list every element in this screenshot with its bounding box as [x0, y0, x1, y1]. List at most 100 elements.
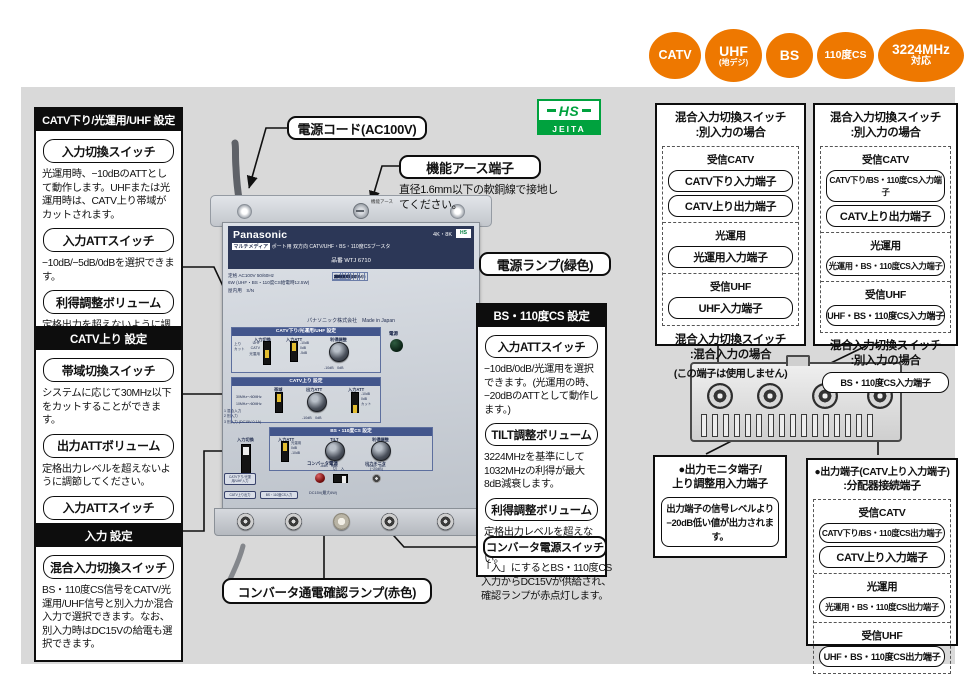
box-title: 混合入力切換スイッチ [675, 112, 786, 124]
terminal-pill: CATV下り/BS・110度CS出力端子 [819, 522, 945, 543]
box-title: ●出力モニタ端子/ [678, 464, 762, 476]
box-title: 混合入力切換スイッチ [830, 339, 941, 352]
device-sec-catv-up: CATV上り 設定 30MHz〜60MHz 10MHz〜60MHz 帯域 出力A… [231, 377, 381, 423]
section-title: BS・110度CS 設定 [478, 305, 605, 327]
tilt-label: TILT [330, 437, 339, 442]
output-monitor-label: 出力モニタ [365, 461, 386, 466]
att-label: 入力ATT [278, 437, 295, 442]
settings-box-input: 入力 設定 混合入力切換スイッチ BS・110度CS信号をCATV/光運用/UH… [34, 523, 183, 662]
converter-power-label: コンバータ電源 [307, 461, 338, 466]
settings-box-catv-up: CATV上り 設定 帯域切換スイッチ システムに応じて30MHz以下をカットする… [34, 326, 183, 563]
setting-desc: 定格出力レベルを超えないように調節してください。 [42, 463, 171, 489]
hs-mark: HS [537, 99, 601, 122]
terminal-pill: CATV上り出力端子 [826, 204, 945, 227]
rear-connector-2 [757, 383, 783, 409]
terminal-pill: CATV下り/BS・110度CS入力端子 [826, 169, 945, 202]
box-subtitle: :別入力の場合 [850, 354, 921, 367]
terminal-groups: 受信CATV CATV下り/BS・110度CS入力端子 CATV上り出力端子 光… [820, 145, 951, 333]
badge-label: 110度CS [824, 48, 867, 61]
type-line: ポート用 双方向 CATV/UHF・BS・110度CSブースタ [271, 244, 391, 250]
box-title: 混合入力切換スイッチ [675, 333, 786, 346]
badge-label: BS [779, 47, 800, 64]
monitor-jack-icon [372, 474, 381, 483]
converter-lamp-callout: コンバータ通電確認ランプ(赤色) [222, 578, 432, 604]
terminal-pill: 光運用・BS・110度CS入力端子 [826, 255, 945, 276]
badge-3224mhz: 3224MHz 対応 [878, 29, 964, 82]
box-title: ●出力端子(CATV上り入力端子) [814, 467, 950, 478]
input-selector-switch-icon [241, 444, 251, 474]
gain-label: 利得調整 [372, 437, 389, 442]
section-title: 入力 設定 [36, 525, 181, 547]
power-lamp-callout: 電源ランプ(緑色) [479, 252, 611, 276]
box-subtitle: 上り調整用入力端子 [672, 478, 768, 491]
terminal-groups: 受信CATV CATV下り入力端子 CATV上り出力端子 光運用 光運用入力端子… [662, 145, 799, 326]
terminal-label: CATV下り/光運用/UHF入力 [224, 473, 256, 485]
device-sec-catv-down: CATV下り/光運用/UHF 設定 上り カット 入力切換 UHF CATV 光… [231, 327, 381, 373]
f-connector-icon [381, 513, 398, 530]
terminal-pill: CATV上り入力端子 [819, 545, 945, 568]
f-connector-icon [437, 513, 454, 530]
converter-switch-icon [333, 474, 348, 483]
device-connector-flange [214, 508, 488, 536]
converter-lamp-icon [315, 473, 325, 483]
spec-line: 屋内用 S/N [228, 287, 255, 293]
device-front-panel: Panasonic 4K・8K HS マルチメディア ポート用 双方向 CATV… [222, 222, 480, 510]
group-header: 受信CATV [858, 506, 906, 519]
att-label: 入力ATT [286, 337, 303, 342]
terminal-label: BS・110度CS入力 [260, 491, 298, 499]
setting-pill: 利得調整ボリューム [43, 290, 174, 315]
hs-jeita-logo: HS JEITA [537, 99, 601, 137]
setting-pill: 入力ATTスイッチ [43, 495, 174, 520]
converter-switch-desc: 「入」にするとBS・110度CS入力からDC15Vが供給され、確認ランプが赤点灯… [481, 563, 612, 602]
band-label: 帯域 [274, 387, 283, 392]
setting-pill: TILT調整ボリューム [485, 423, 598, 447]
separate-input-terminals-box: 混合入力切換スイッチ :別入力の場合 受信CATV CATV下り入力端子 CAT… [655, 103, 806, 380]
device-sec-title: CATV下り/光運用/UHF 設定 [232, 328, 380, 336]
group-header: 光運用 [870, 239, 901, 252]
gain-knob-icon [329, 342, 349, 362]
spec-line: 6W (UHF・BS・110度CS給電時12.5W) [228, 280, 310, 286]
setting-pill: 入力切換スイッチ [43, 139, 174, 163]
jeita-label: JEITA [537, 122, 601, 135]
terminal-label: CATV上り出力 [224, 491, 256, 499]
box-subtitle: :混合入力の場合 [689, 348, 772, 361]
att-switch-icon [351, 392, 359, 413]
terminal-pill: UHF・BS・110度CS入力端子 [826, 304, 945, 326]
earth-terminal-desc: 直径1.6mm以下の軟銅線で接地してください。 [399, 184, 558, 211]
input-select-switch-icon [263, 341, 271, 365]
feature-badges: CATV UHF (地デジ) BS 110度CS 3224MHz 対応 [649, 29, 964, 82]
terminal-pill: 光運用・BS・110度CS出力端子 [819, 596, 945, 617]
earth-screw-label: 機能アース [371, 199, 394, 204]
type-tag: マルチメディア [232, 243, 270, 250]
tilt-knob-icon [325, 441, 345, 461]
power-lamp-icon [390, 339, 403, 352]
earth-screw-icon [353, 203, 369, 219]
device-sec-bs-cs: BS・110度CS 設定 入力ATT 光運用 0dB -10dB TILT -8… [269, 427, 433, 471]
device-header: Panasonic 4K・8K HS マルチメディア ポート用 双方向 CATV… [228, 226, 474, 269]
device-sec-title: BS・110度CS 設定 [270, 428, 432, 436]
setting-pill: 入力ATTスイッチ [43, 228, 174, 253]
band-switch-icon [275, 392, 283, 413]
group-header: 光運用 [715, 229, 746, 242]
settings-box-bs-cs: BS・110度CS 設定 入力ATTスイッチ −10dB/0dB/光運用を選択で… [476, 303, 607, 577]
badge-label: CATV [658, 47, 692, 62]
f-connector-icon [333, 513, 350, 530]
output-terminals-box: ●出力端子(CATV上り入力端子) :分配器接続端子 受信CATV CATV下り… [806, 458, 958, 674]
badge-label: UHF [719, 42, 748, 59]
setting-desc: BS・110度CS信号をCATV/光運用/UHF信号と別入力か混合入力で選択でき… [42, 585, 174, 651]
setting-pill: 利得調整ボリューム [485, 498, 598, 522]
setting-desc: 3224MHzを基準にして1032MHzの利得が最大8dB減衰します。 [484, 452, 585, 491]
setting-desc: −10dB/0dB/光運用を選択できます。(光運用の時、−20dBのATTとして… [484, 364, 599, 416]
model-number: 品番 WTJ 6710 [331, 258, 371, 264]
group-header: 受信UHF [709, 280, 752, 293]
earth-terminal-callout: 機能アース端子 [399, 155, 541, 179]
booster-device: 機能アース Panasonic 4K・8K HS マルチメディア ポート用 双方… [210, 195, 492, 550]
group-header: 受信CATV [706, 153, 754, 166]
att-switch-icon [290, 341, 298, 362]
input-select-label: 入力切換 [254, 337, 271, 342]
gain-knob-icon [371, 441, 391, 461]
brand-logo: Panasonic [233, 229, 288, 241]
box-subtitle: :分配器接続端子 [843, 480, 921, 493]
terminal-pill: UHF・BS・110度CS出力端子 [819, 645, 945, 667]
